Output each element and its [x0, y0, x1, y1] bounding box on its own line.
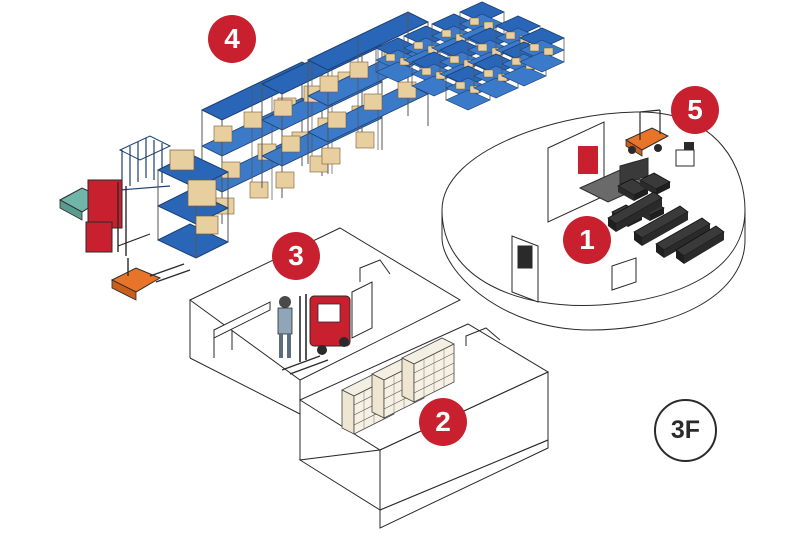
floor-indicator: 3F [654, 399, 717, 462]
area-5-badge[interactable]: 5 [671, 86, 719, 134]
area-3-room [189, 227, 462, 415]
area-3-forklift-and-worker [277, 294, 351, 375]
training-mats [607, 172, 725, 264]
equipment-cluster [58, 135, 230, 301]
area-2-badge[interactable]: 2 [419, 398, 467, 446]
area-4-racking [201, 1, 565, 225]
area-1-badge[interactable]: 1 [563, 216, 611, 264]
area-5-forklift [624, 109, 695, 167]
area-4-badge[interactable]: 4 [208, 15, 256, 63]
area-3-badge[interactable]: 3 [272, 232, 320, 280]
area-1-room [441, 111, 746, 331]
building-outline [379, 439, 549, 529]
